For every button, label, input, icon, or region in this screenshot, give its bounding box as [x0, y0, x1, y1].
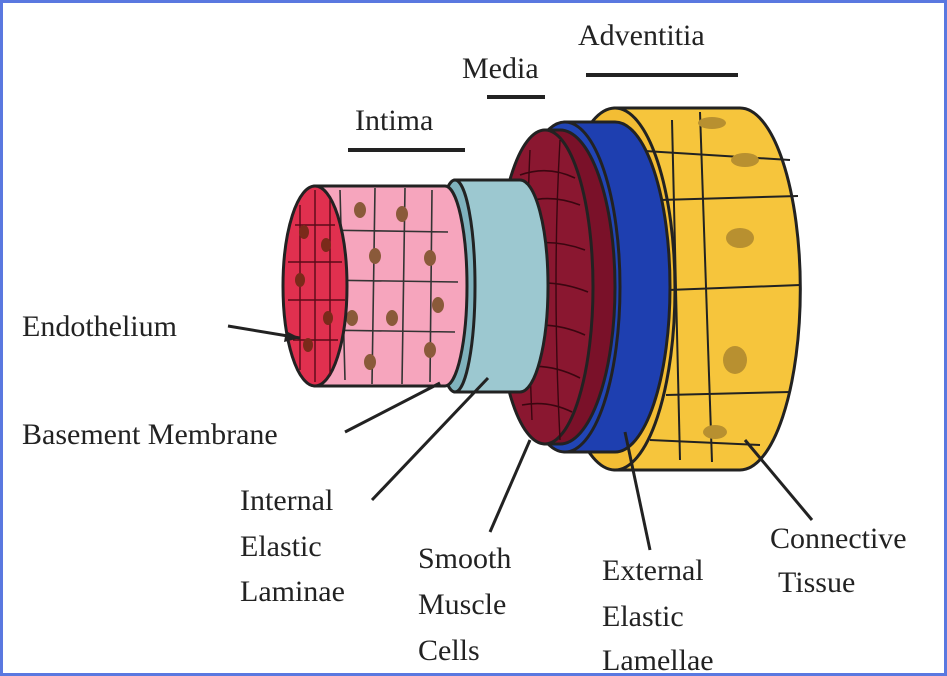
internal-elastic-line-1: Internal: [240, 484, 333, 517]
basement-membrane-label: Basement Membrane: [22, 418, 278, 451]
connective-tissue-pointer: [745, 440, 812, 520]
internal-elastic-line-2: Elastic: [240, 530, 322, 563]
smooth-muscle-line-2: Muscle: [418, 588, 506, 621]
internal-elastic-pointer: [372, 378, 488, 500]
intima-label: Intima: [355, 104, 433, 137]
endothelium-label: Endothelium: [22, 310, 177, 343]
basement-membrane-pointer: [345, 383, 440, 432]
connective-tissue-line-1: Connective: [770, 522, 907, 555]
adventitia-label: Adventitia: [578, 19, 705, 52]
media-label: Media: [462, 52, 539, 85]
external-elastic-line-1: External: [602, 554, 704, 587]
external-elastic-line-2: Elastic: [602, 600, 684, 633]
connective-tissue-line-2: Tissue: [778, 566, 855, 599]
smooth-muscle-line-3: Cells: [418, 634, 480, 667]
smooth-muscle-label: Smooth Muscle Cells: [418, 542, 511, 667]
endothelium-layer: [283, 186, 467, 386]
external-elastic-line-3: Lamellae: [602, 644, 714, 676]
connective-tissue-label: Connective Tissue: [770, 522, 907, 599]
smooth-muscle-line-1: Smooth: [418, 542, 511, 575]
smooth-muscle-pointer: [490, 440, 530, 532]
internal-elastic-label: Internal Elastic Laminae: [240, 484, 345, 608]
internal-elastic-line-3: Laminae: [240, 575, 345, 608]
external-elastic-label: External Elastic Lamellae: [602, 554, 714, 676]
